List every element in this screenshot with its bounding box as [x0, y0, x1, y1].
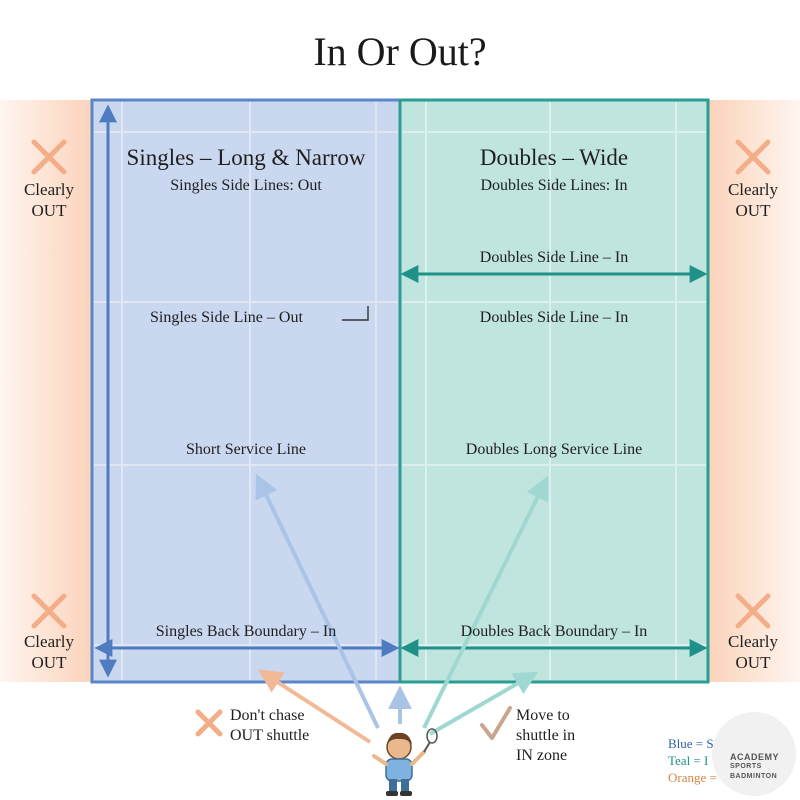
dont-chase-note: Don't chase OUT shuttle [230, 707, 310, 744]
doubles-heading: Doubles – Wide [479, 145, 629, 170]
out-label-left-bottom: Clearly OUT [23, 632, 75, 672]
singles-court [90, 98, 402, 684]
out-zone-left [0, 100, 92, 682]
legend-teal: Teal = I [668, 753, 709, 768]
singles-back-boundary-label: Singles Back Boundary – In [155, 623, 337, 640]
singles-subheading: Singles Side Lines: Out [170, 177, 322, 194]
move-to-note: Move to shuttle in IN zone [516, 707, 576, 764]
side-line-pointer [342, 306, 369, 321]
doubles-back-boundary-label: Doubles Back Boundary – In [460, 623, 648, 640]
doubles-subheading: Doubles Side Lines: In [480, 177, 628, 194]
academy-logo [712, 712, 796, 796]
singles-side-line-label: Singles Side Line – Out [150, 309, 303, 326]
legend-orange: Orange = [668, 770, 717, 785]
legend: Blue = S Teal = I Orange = [668, 735, 717, 786]
legend-blue: Blue = S [668, 736, 714, 751]
page-title: In Or Out? [313, 29, 487, 74]
doubles-court [398, 98, 710, 684]
academy-logo-text: ACADEMY SPORTS BADMINTON [730, 752, 780, 780]
movement-arrows [255, 473, 549, 744]
out-label-right-top: Clearly OUT [727, 180, 779, 220]
doubles-grid-lines [402, 102, 706, 680]
doubles-side-line-arrow-label: Doubles Side Line – In [479, 249, 629, 266]
out-label-right-bottom: Clearly OUT [727, 632, 779, 672]
check-mark-icon [480, 706, 512, 740]
out-label-left-top: Clearly OUT [23, 180, 75, 220]
x-mark-icon [31, 139, 771, 737]
doubles-long-service-line-label: Doubles Long Service Line [465, 441, 643, 458]
short-service-line-label: Short Service Line [186, 441, 306, 458]
singles-heading: Singles – Long & Narrow [126, 145, 366, 170]
doubles-side-line-label: Doubles Side Line – In [479, 309, 629, 326]
out-zone-right [708, 100, 800, 682]
player-icon [372, 728, 438, 796]
